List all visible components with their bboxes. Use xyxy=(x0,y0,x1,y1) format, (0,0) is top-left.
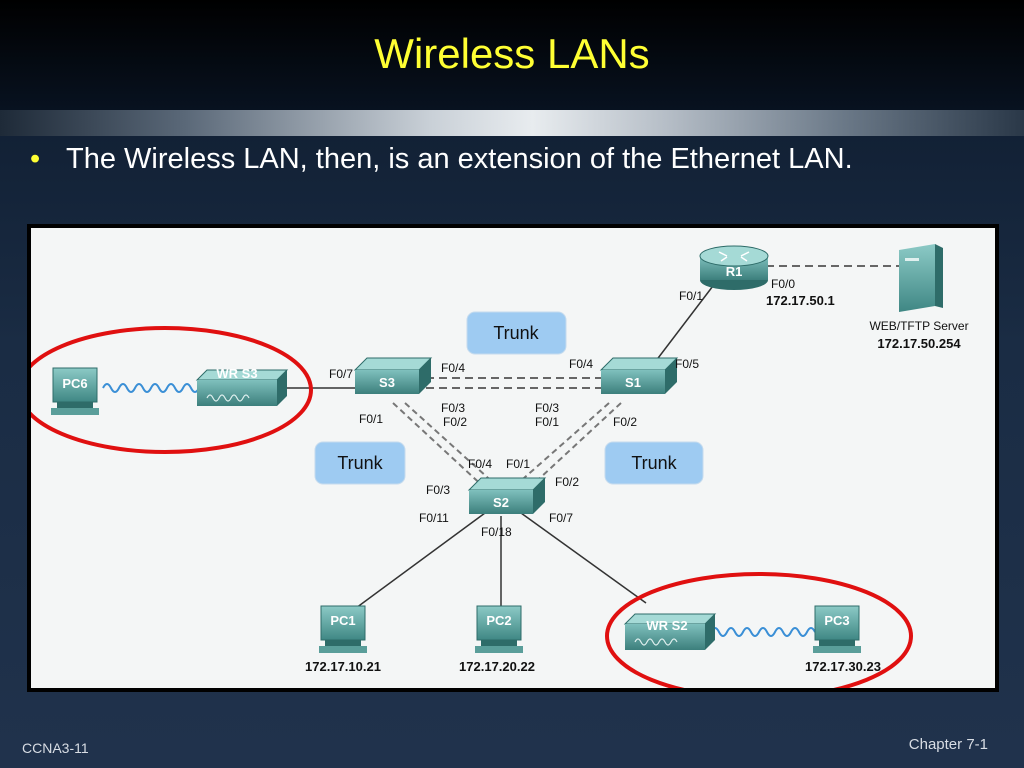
port-s2-f11: F0/11 xyxy=(419,511,449,525)
port-s2-f02: F0/2 xyxy=(555,475,579,489)
port-s3-f03: F0/3 xyxy=(441,401,465,415)
port-s1-f02: F0/2 xyxy=(613,415,637,429)
trunk-label-right: Trunk xyxy=(631,453,677,473)
port-s3-f02: F0/2 xyxy=(443,415,467,429)
server-name: WEB/TFTP Server xyxy=(869,319,968,333)
pc1-icon: PC1 xyxy=(319,605,367,653)
port-r1-f01: F0/1 xyxy=(679,289,703,303)
port-labels: F0/0 F0/1 F0/5 F0/4 F0/3 F0/1 F0/2 F0/7 … xyxy=(329,277,795,539)
router-r1-label: R1 xyxy=(726,264,743,279)
switch-s3-icon: S3 xyxy=(353,357,433,394)
link-s2-pc1 xyxy=(355,512,486,609)
pc1-ip: 172.17.10.21 xyxy=(305,659,381,674)
wireless-link-left xyxy=(102,383,216,393)
trunk-s3-s2-a xyxy=(392,402,488,491)
port-s1-f01: F0/1 xyxy=(535,415,559,429)
decorative-bar xyxy=(0,110,1024,136)
port-s2-f03: F0/3 xyxy=(426,483,450,497)
server-icon xyxy=(899,244,943,312)
pc1-label: PC1 xyxy=(330,613,355,628)
title-band xyxy=(0,0,1024,110)
trunk-box-right xyxy=(604,441,704,485)
port-s2-f04: F0/4 xyxy=(468,457,492,471)
wireless-router-wrs3-label: WR S3 xyxy=(216,366,257,381)
switch-s2-icon: S2 xyxy=(467,477,547,514)
port-s3-f01: F0/1 xyxy=(359,412,383,426)
pc3-icon: PC3 xyxy=(813,605,861,653)
links xyxy=(284,265,899,609)
link-r1-s1 xyxy=(648,277,720,371)
wireless-router-wrs2-label: WR S2 xyxy=(646,618,687,633)
port-r1-f00: F0/0 xyxy=(771,277,795,291)
r1-ip: 172.17.50.1 xyxy=(766,293,835,308)
router-r1-icon: R1 xyxy=(699,245,769,290)
port-s1-f05: F0/5 xyxy=(675,357,699,371)
trunk-s3-s2-b xyxy=(404,402,498,487)
link-s2-wrs2 xyxy=(520,512,647,604)
trunk-label-top: Trunk xyxy=(493,323,539,343)
wireless-router-wrs2-icon: WR S2 xyxy=(623,613,717,650)
bullet-icon: • xyxy=(30,143,41,175)
pc2-ip: 172.17.20.22 xyxy=(459,659,535,674)
switch-s2-label: S2 xyxy=(493,495,509,510)
footer-chapter: Chapter 7-1 xyxy=(908,736,988,753)
bullet-point: • The Wireless LAN, then, is an extension… xyxy=(30,143,1010,176)
wireless-link-right xyxy=(710,627,816,637)
switch-s3-label: S3 xyxy=(379,375,395,390)
network-diagram: Trunk Trunk Trunk R1 WEB/TFTP Server 172… xyxy=(17,224,999,700)
port-s2-f07: F0/7 xyxy=(549,511,573,525)
port-s3-f04: F0/4 xyxy=(441,361,465,375)
switch-s1-icon: S1 xyxy=(599,357,679,394)
pc3-ip: 172.17.30.23 xyxy=(805,659,881,674)
server-ip: 172.17.50.254 xyxy=(877,336,961,351)
wireless-router-wrs3-icon: WR S3 xyxy=(195,366,289,406)
trunk-box-top xyxy=(466,311,567,355)
port-s2-f01: F0/1 xyxy=(506,457,530,471)
trunk-s1-s2-b xyxy=(526,402,622,491)
trunk-box-left xyxy=(314,441,406,485)
pc6-icon: PC6 xyxy=(51,367,99,415)
pc6-label: PC6 xyxy=(62,376,87,391)
port-s1-f03: F0/3 xyxy=(535,401,559,415)
switch-s1-label: S1 xyxy=(625,375,641,390)
port-s3-f07: F0/7 xyxy=(329,367,353,381)
pc2-icon: PC2 xyxy=(475,605,523,653)
slide-title: Wireless LANs xyxy=(374,30,650,77)
port-s1-f04: F0/4 xyxy=(569,357,593,371)
trunk-s1-s2-a xyxy=(514,402,610,487)
port-s2-f18: F0/18 xyxy=(481,525,512,539)
trunk-label-left: Trunk xyxy=(337,453,383,473)
bullet-text: The Wireless LAN, then, is an extension … xyxy=(66,143,853,175)
footer-course: CCNA3-11 xyxy=(22,740,89,756)
pc2-label: PC2 xyxy=(486,613,511,628)
pc3-label: PC3 xyxy=(824,613,849,628)
diagram-canvas: Trunk Trunk Trunk R1 WEB/TFTP Server 172… xyxy=(17,244,969,700)
